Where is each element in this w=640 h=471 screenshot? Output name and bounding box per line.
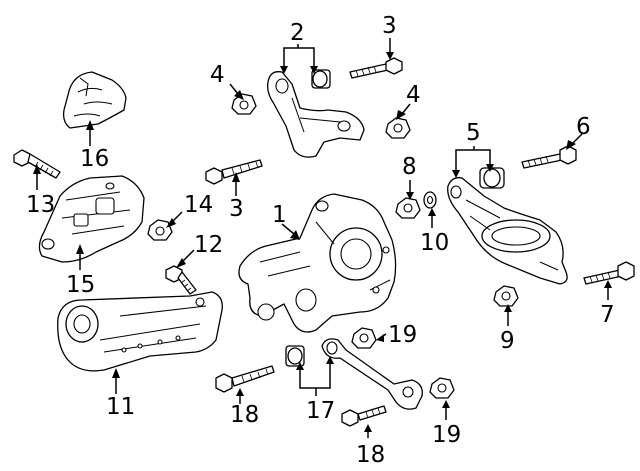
part-10-washer[interactable] [423,191,437,209]
part-11-lower-arm[interactable] [57,291,223,372]
part-16-insulator[interactable] [62,71,127,129]
part-18-bolt-bottom[interactable] [341,405,387,427]
part-6-bolt[interactable] [521,145,577,169]
part-4-nut-right[interactable] [385,117,411,139]
callout-19a: 19 [388,322,417,348]
part-17-toe-link[interactable] [285,338,423,410]
callout-18a: 18 [230,402,259,428]
callout-15: 15 [66,272,95,298]
part-14-nut[interactable] [147,219,173,241]
callout-2: 2 [290,20,305,46]
part-15-bracket[interactable] [38,175,145,263]
callout-7: 7 [600,302,615,328]
callout-8: 8 [402,154,417,180]
callout-19b: 19 [432,422,461,448]
callout-5: 5 [466,120,481,146]
part-12-bolt[interactable] [165,265,197,295]
callout-1: 1 [272,202,287,228]
callout-labels: 1 2 3 3 4 4 5 6 7 8 9 10 11 12 13 14 15 … [26,13,615,468]
part-4-nut-left[interactable] [231,93,257,115]
part-9-nut[interactable] [493,285,519,307]
callout-11: 11 [106,394,135,420]
callout-17: 17 [306,398,335,424]
part-7-bolt[interactable] [583,261,635,285]
callout-13: 13 [26,192,55,218]
callout-10: 10 [420,230,449,256]
callout-14: 14 [184,192,213,218]
callout-6: 6 [576,114,591,140]
part-2-upper-arm[interactable] [266,69,365,158]
callout-9: 9 [500,328,515,354]
callout-18b: 18 [356,442,385,468]
callout-4b: 4 [406,82,421,108]
callout-3b: 3 [229,196,244,222]
part-8-nut[interactable] [395,197,421,219]
part-1-knuckle[interactable] [238,193,397,333]
part-13-bolt[interactable] [13,149,61,179]
leader-lines [33,38,612,438]
part-19-nut-lower[interactable] [429,377,455,399]
part-3-bolt-middle[interactable] [205,159,263,185]
callout-3a: 3 [382,13,397,39]
part-18-bolt-left[interactable] [215,365,275,393]
callout-16: 16 [80,146,109,172]
part-3-bolt-top[interactable] [349,57,403,79]
callout-4a: 4 [210,62,225,88]
part-5-spring-arm[interactable] [447,167,568,285]
part-19-nut-upper[interactable] [351,327,377,349]
callout-12: 12 [194,232,223,258]
